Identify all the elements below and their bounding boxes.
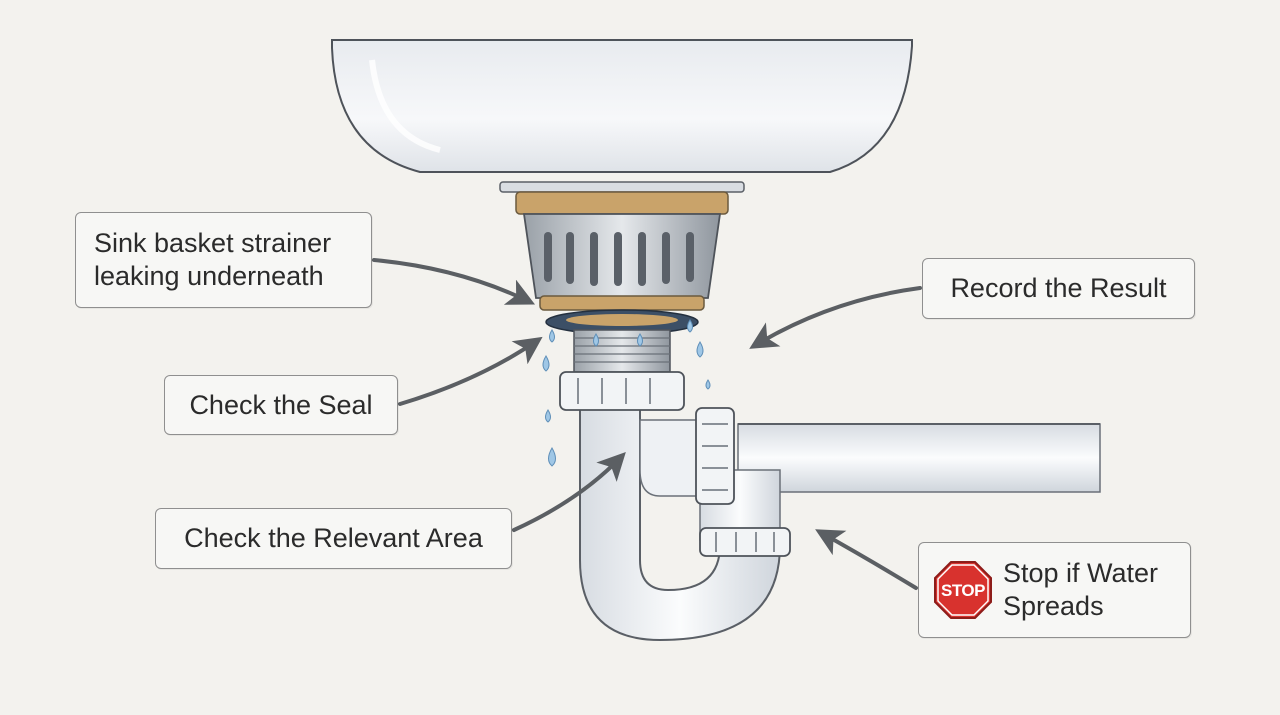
callout-check-seal: Check the Seal: [164, 375, 398, 435]
callout-record-result-text: Record the Result: [950, 273, 1167, 303]
arrow-stop: [815, 529, 918, 590]
water-drop-icon: [549, 329, 555, 343]
callout-stop-spreads-text: Stop if Water Spreads: [1003, 558, 1159, 621]
water-drop-icon: [593, 333, 599, 347]
callout-record-result: Record the Result: [922, 258, 1195, 319]
stop-sign-text: STOP: [941, 580, 985, 600]
callout-strainer-leak: Sink basket strainer leaking underneath: [75, 212, 372, 308]
callout-strainer-text: Sink basket strainer leaking underneath: [94, 228, 332, 291]
water-drop-icon: [696, 341, 704, 358]
p-trap: [559, 371, 1101, 642]
arrow-strainer: [372, 258, 536, 305]
callout-stop-spreads: STOP Stop if Water Spreads: [918, 542, 1191, 638]
callout-arrows: [372, 258, 922, 590]
stop-sign-icon: STOP: [933, 560, 993, 620]
callout-check-area: Check the Relevant Area: [155, 508, 512, 569]
water-drop-icon: [637, 333, 643, 347]
basket-strainer: [515, 191, 729, 373]
water-drop-icon: [548, 447, 556, 467]
water-drops: [542, 319, 711, 467]
water-drop-icon: [705, 379, 711, 390]
arrow-area: [512, 451, 626, 532]
callout-check-area-text: Check the Relevant Area: [184, 523, 483, 553]
water-drop-icon: [687, 319, 693, 333]
callout-check-seal-text: Check the Seal: [189, 389, 373, 420]
water-drop-icon: [545, 409, 551, 423]
sink-basin: [331, 39, 913, 193]
arrow-result: [749, 286, 922, 349]
arrow-seal: [398, 336, 543, 406]
water-drop-icon: [542, 355, 550, 372]
